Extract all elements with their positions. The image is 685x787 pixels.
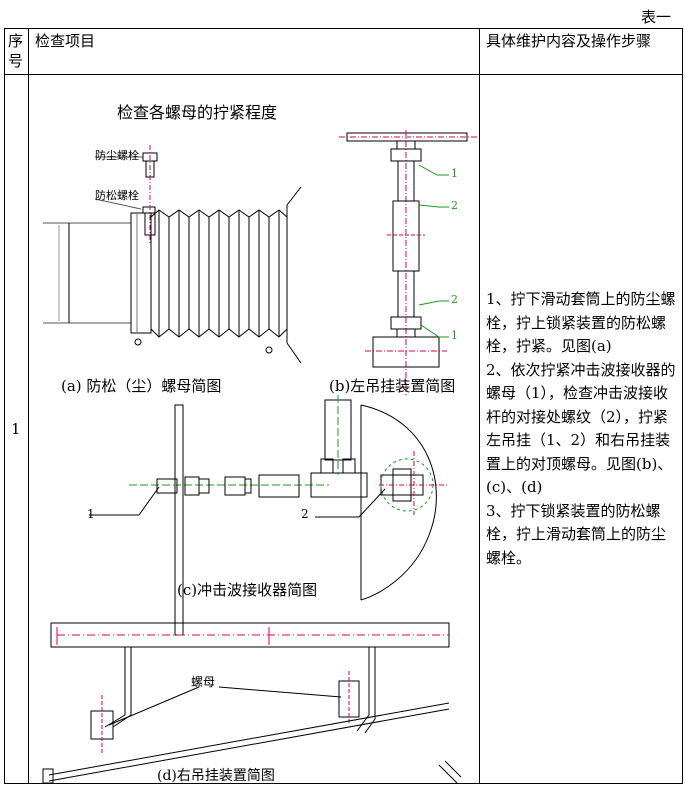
drawing-a (43, 145, 302, 364)
label-dust-bolt: 防尘螺栓 (95, 149, 139, 162)
header-item: 检查项目 (28, 28, 480, 75)
label-c-2: 2 (301, 507, 309, 521)
figure-area: 检查各螺母的拧紧程度 防尘螺栓 防松螺栓 1 2 2 1 (a) 防松（尘）螺母… (29, 75, 480, 784)
step-2: 2、依次拧紧冲击波接收器的螺母（1），检查冲击波接收杆的对接处螺纹（2），拧紧左… (486, 360, 676, 497)
label-b-2-bottom: 2 (451, 293, 458, 306)
caption-d: (d)右吊挂装置简图 (157, 768, 275, 784)
caption-b: (b)左吊挂装置简图 (329, 377, 456, 395)
technical-drawings (42, 130, 477, 783)
row-seq: 1 (4, 74, 29, 784)
label-nut: 螺母 (191, 675, 216, 689)
table-header-row: 序号 检查项目 具体维护内容及操作步骤 (4, 28, 683, 75)
label-c-1: 1 (87, 507, 95, 521)
table-row: 1 (4, 74, 683, 784)
figure-title: 检查各螺母的拧紧程度 (117, 103, 278, 122)
drawing-b (339, 130, 477, 395)
header-steps: 具体维护内容及操作步骤 (479, 28, 683, 75)
label-lock-bolt: 防松螺栓 (95, 189, 139, 202)
table-caption: 表一 (640, 8, 671, 26)
step-1: 1、拧下滑动套筒上的防尘螺栓，拧上锁紧装置的防松螺栓，拧紧。见图(a) (486, 290, 676, 355)
step-3: 3、拧下锁紧装置的防松螺栓，拧上滑动套筒上的防尘螺栓。 (486, 501, 667, 567)
drawing-c (89, 395, 449, 636)
steps-cell: 1、拧下滑动套筒上的防尘螺栓，拧上锁紧装置的防松螺栓，拧紧。见图(a) 2、依次… (479, 74, 683, 784)
figure-cell: 检查各螺母的拧紧程度 防尘螺栓 防松螺栓 1 2 2 1 (a) 防松（尘）螺母… (28, 74, 480, 784)
header-seq: 序号 (4, 28, 29, 75)
label-b-1-bottom: 1 (451, 329, 458, 342)
caption-c: (c)冲击波接收器简图 (177, 581, 318, 599)
caption-a: (a) 防松（尘）螺母简图 (61, 377, 222, 395)
label-b-2-top: 2 (451, 199, 458, 212)
label-b-1-top: 1 (451, 167, 458, 180)
maintenance-table: 序号 检查项目 具体维护内容及操作步骤 1 (4, 28, 683, 784)
drawing-d (42, 622, 462, 783)
